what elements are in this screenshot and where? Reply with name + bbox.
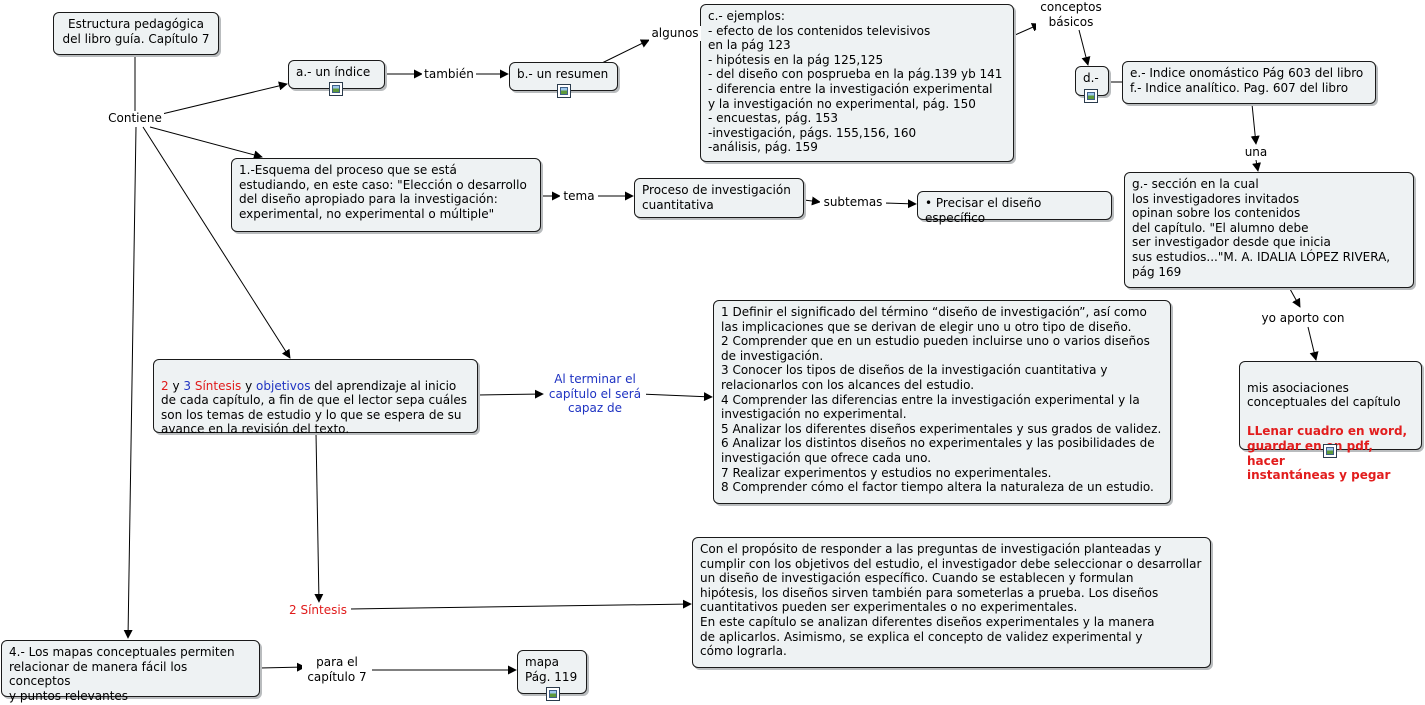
link-label-para-el-capitulo: para el capítulo 7 [302,655,372,685]
mapa-node[interactable]: mapa Pág. 119 [517,650,587,694]
sintesis-objetivos-node[interactable]: 2 y 3 Síntesis y objetivos del aprendiza… [153,359,478,436]
root-node[interactable]: Estructura pedagógica del libro guía. Ca… [53,12,219,55]
link-contiene-mapas [123,126,137,639]
link-label-yo-aporto: yo aporto con [1255,311,1351,326]
link-g-yoaporto [1289,288,1301,308]
link-label-tema: tema [560,189,598,204]
ejemplos-node[interactable]: c.- ejemplos: - efecto de los contenidos… [700,4,1014,162]
sintesis-num-2: 2 [161,378,169,393]
esquema-node[interactable]: 1.-Esquema del proceso que se está estud… [231,158,541,232]
sintesis-objetivos-rest: del aprendizaje al inicio de cada capítu… [161,378,468,437]
conj-y: y [241,378,257,393]
link-ejemplos-conceptos [1014,23,1041,36]
link-label-una: una [1241,145,1271,160]
link-label-al-terminar: Al terminar el capítulo el será capaz de [544,372,646,416]
proceso-node[interactable]: Proceso de investigación cuantitativa [634,178,804,218]
link-label-2-sintesis: 2 Síntesis [285,603,351,618]
link-contiene-sintesis [142,126,291,359]
link-label-contiene: Contiene [106,111,164,126]
link-label-conceptos-basicos: conceptos básicos [1036,0,1106,30]
objetivos-word: objetivos [256,378,311,393]
image-icon[interactable] [329,82,343,96]
asociaciones-text: mis asociaciones conceptuales del capítu… [1247,380,1401,410]
sintesis-word: Síntesis [191,378,242,393]
precisar-node[interactable]: • Precisar el diseño específico [917,191,1112,225]
link-mapas-parael [259,662,306,672]
indice-node[interactable]: a.- un índice [288,60,385,89]
indices-node[interactable]: e.- Indice onomástico Pág 603 del libro … [1122,61,1376,104]
link-contiene-indice [161,81,288,115]
link-una-g [1252,159,1261,172]
image-icon[interactable] [546,687,560,701]
link-label-subtemas: subtemas [820,195,886,210]
asociaciones-node[interactable]: mis asociaciones conceptuales del capítu… [1239,361,1422,482]
link-sintesis-2sintesis [314,432,324,603]
link-subtemas-precisar [883,199,917,209]
image-icon[interactable] [1084,89,1098,103]
link-contiene-esquema [149,126,263,160]
link-label-tambien: también [422,67,476,82]
link-resumen-algunos [601,39,650,64]
sintesis-text-node[interactable]: Con el propósito de responder a las preg… [692,537,1211,668]
objetivos-list-node[interactable]: 1 Definir el significado del término “di… [713,300,1171,504]
seccion-g-node[interactable]: g.- sección en la cual los investigadore… [1124,172,1414,288]
conj-y: y [168,378,184,393]
asociaciones-instruction: LLenar cuadro en word, guardar en en pdf… [1247,424,1408,483]
mapas-node[interactable]: 4.- Los mapas conceptuales permiten rela… [1,640,260,703]
objetivos-num-3: 3 [183,378,192,393]
link-yoaporto-asociaciones [1307,326,1319,361]
link-proceso-subtemas [803,196,821,206]
link-alterminar-objetivos [639,392,713,402]
image-icon[interactable] [557,84,571,98]
link-indices-una [1250,103,1260,145]
image-icon[interactable] [1323,444,1337,458]
link-conceptos-d [1078,29,1091,66]
link-sintesis-alterminar [477,389,544,399]
link-2sintesis-texto [349,599,692,610]
link-label-algunos: algunos [649,26,701,41]
